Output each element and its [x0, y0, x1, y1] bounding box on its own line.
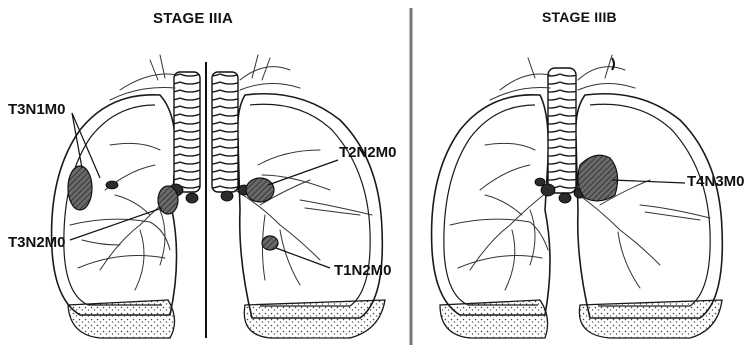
- tumor-t2n2m0: [246, 178, 274, 202]
- tumor-t3n2m0: [158, 186, 178, 214]
- stage-3b-illustration: [432, 55, 723, 338]
- label-t4n3m0: T4N3M0: [687, 173, 745, 190]
- label-t3n1m0: T3N1M0: [8, 101, 66, 118]
- stage-3a-title: STAGE IIIA: [153, 10, 233, 27]
- label-t3n2m0: T3N2M0: [8, 234, 66, 251]
- trachea-a-left: [174, 72, 200, 192]
- trachea-a-right: [212, 72, 238, 192]
- right-lung-a: [238, 94, 383, 318]
- tumor-t4n3m0: [578, 155, 618, 201]
- stage-3b-title: STAGE IIIB: [542, 9, 617, 25]
- diaphragm-left-a: [68, 300, 175, 338]
- stage-3a-illustration: [52, 55, 385, 338]
- diaphragm-left-b: [440, 300, 548, 338]
- tumor-t3n1m0: [68, 166, 92, 210]
- tumor-t1n2m0: [262, 236, 278, 250]
- trachea-b: [548, 68, 576, 193]
- left-lung-a: [52, 95, 177, 315]
- label-t2n2m0: T2N2M0: [339, 144, 397, 161]
- label-t1n2m0: T1N2M0: [334, 262, 392, 279]
